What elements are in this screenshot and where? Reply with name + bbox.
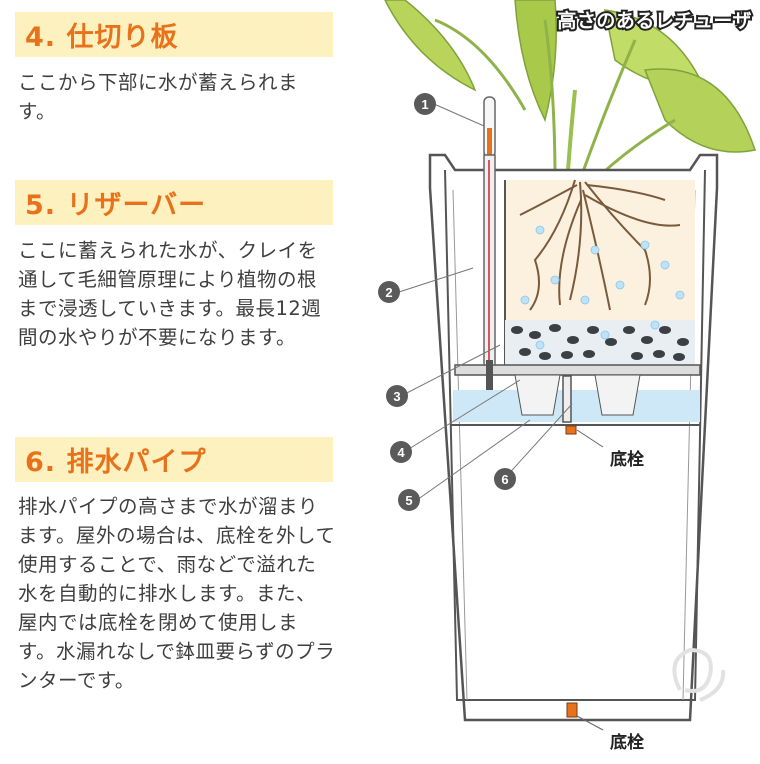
drain-pipe xyxy=(562,375,572,423)
bottom-plug-label-upper: 底栓 xyxy=(610,450,644,470)
section-6-heading: 6. 排水パイプ xyxy=(15,437,333,482)
svg-text:2: 2 xyxy=(385,285,392,300)
plant-leaves xyxy=(384,0,756,187)
callout-markers: 1 2 3 4 5 6 xyxy=(378,93,516,511)
svg-text:4: 4 xyxy=(397,445,405,460)
callout-6: 6 xyxy=(494,468,516,490)
svg-text:6: 6 xyxy=(501,472,508,487)
callout-leaders xyxy=(398,103,573,501)
callout-4: 4 xyxy=(390,441,412,463)
plant-roots xyxy=(519,179,681,311)
section-4-body: ここから下部に水が蓄えられます。 xyxy=(18,71,299,123)
section-5-body: ここに蓄えられた水が、クレイを通して毛細管原理により植物の根まで浸透していきます… xyxy=(18,239,322,349)
reservoir-water xyxy=(453,390,700,422)
section-5-heading: 5. リザーバー xyxy=(15,180,333,225)
planter-illustration: 1 2 3 4 5 6 xyxy=(378,0,756,731)
product-name-label: 高さのあるレチューザ xyxy=(555,8,753,34)
water-level-indicator xyxy=(483,96,496,390)
callout-3: 3 xyxy=(386,385,408,407)
svg-text:1: 1 xyxy=(421,97,428,112)
planter-diagram: 1 2 3 4 5 6 高さのあるレチューザ 底栓 底栓 xyxy=(345,0,760,760)
callout-2: 2 xyxy=(378,281,400,303)
callout-5: 5 xyxy=(398,489,420,511)
svg-text:5: 5 xyxy=(405,493,412,508)
bottom-plug-label-lower: 底栓 xyxy=(610,733,644,753)
svg-text:3: 3 xyxy=(393,389,400,404)
divider-plate xyxy=(454,364,701,376)
water-droplets xyxy=(520,225,685,350)
section-6-body: 排水パイプの高さまで水が溜まります。屋外の場合は、底栓を外して使用することで、雨… xyxy=(18,495,336,692)
callout-1: 1 xyxy=(414,93,436,115)
section-4-heading: 4. 仕切り板 xyxy=(15,12,333,57)
watermark-logo xyxy=(672,647,726,702)
bottom-plug-upper xyxy=(565,425,577,435)
wick-baskets xyxy=(514,374,641,416)
clay-granules xyxy=(511,324,689,361)
bottom-plug-lower xyxy=(566,702,578,718)
